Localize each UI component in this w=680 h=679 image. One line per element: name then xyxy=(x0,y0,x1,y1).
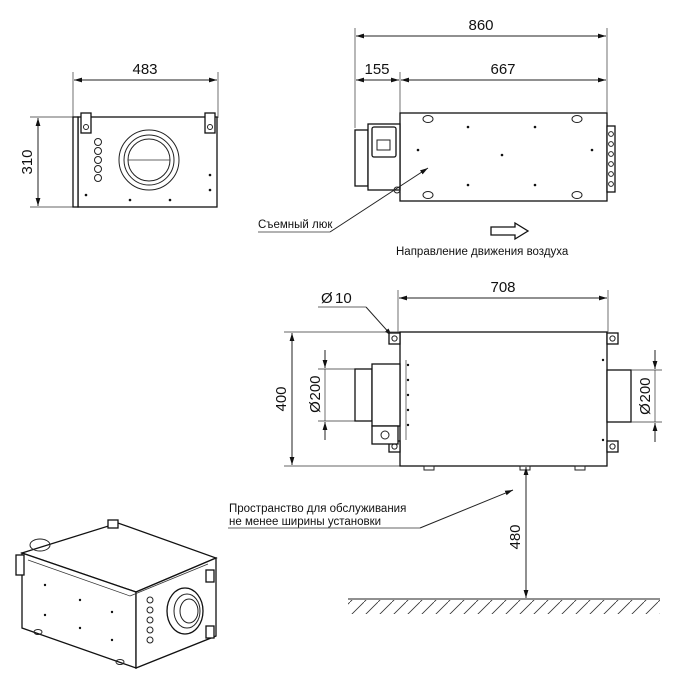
dim-front-width: 483 xyxy=(132,61,157,78)
dim-inlet-diameter: 200 xyxy=(307,375,324,400)
dim-outlet-diameter-symbol: Ø xyxy=(637,403,654,415)
dim-bolt-hole: 10 xyxy=(335,290,352,307)
dim-service-gap: 480 xyxy=(507,524,524,549)
front-view: 483 310 xyxy=(19,61,219,208)
dim-bolt-hole-symbol: Ø xyxy=(321,290,333,307)
label-airflow-direction: Направление движения воздуха xyxy=(396,246,569,258)
dim-body-length: 667 xyxy=(490,61,515,78)
dim-plan-width: 400 xyxy=(273,386,290,411)
dim-front-height: 310 xyxy=(19,149,36,174)
wall-hatch xyxy=(348,600,660,614)
label-removable-hatch: Съемный люк xyxy=(258,219,333,231)
airflow-arrow-icon xyxy=(490,221,530,241)
side-view: 860 155 667 xyxy=(258,17,616,258)
dim-overall-length: 860 xyxy=(468,17,493,34)
dim-inlet-length: 155 xyxy=(364,61,389,78)
dim-inlet-diameter-symbol: Ø xyxy=(307,401,324,413)
label-service-space-line1: Пространство для обслуживания xyxy=(229,503,406,515)
plan-view: 708 Ø 10 400 Ø 200 xyxy=(228,279,662,614)
isometric-view xyxy=(15,519,218,669)
dim-outlet-diameter: 200 xyxy=(637,377,654,402)
dim-plan-length: 708 xyxy=(490,279,515,296)
label-service-space-line2: не менее ширины установки xyxy=(229,516,381,528)
